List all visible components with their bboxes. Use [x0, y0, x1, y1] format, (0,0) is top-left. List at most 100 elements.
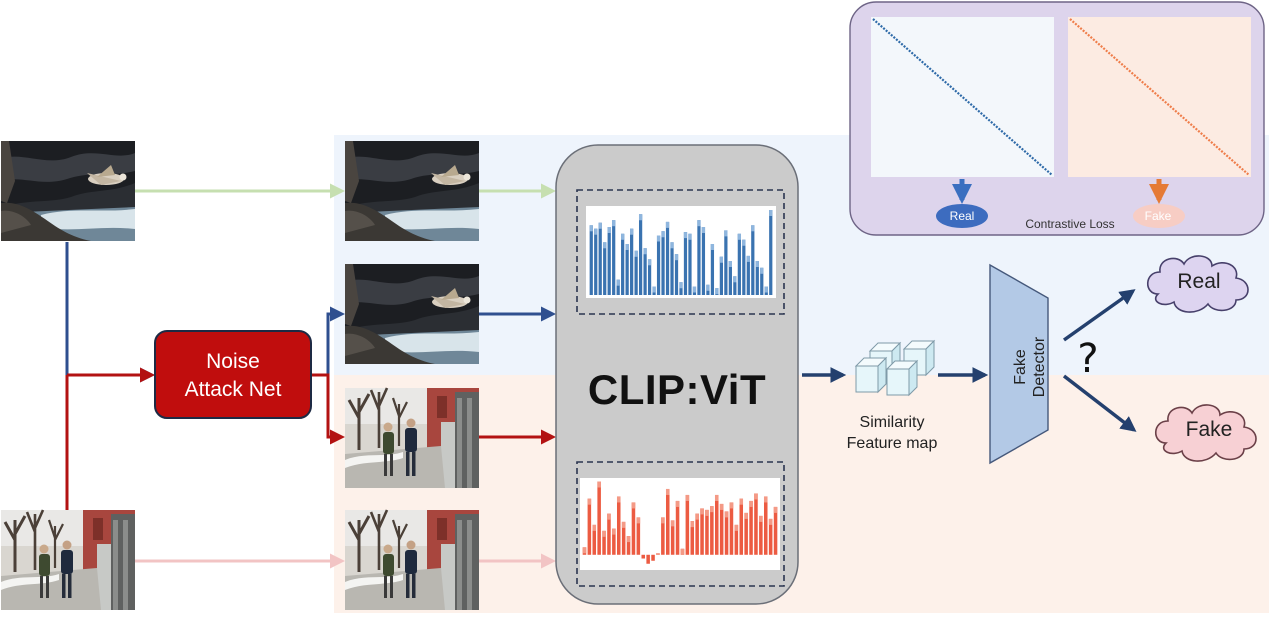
fake-feature-bar: [739, 498, 744, 555]
real-to-noise-arrow: [65, 242, 155, 383]
real-matrix-diagonal: [872, 18, 1053, 176]
real-output-cloud: [1146, 255, 1249, 313]
real-feature-bar-cap: [742, 239, 746, 246]
real-pill: [936, 204, 988, 228]
fake-feature-bar-cap: [710, 506, 714, 513]
real-feature-bar: [710, 244, 715, 295]
fake-feature-bar-cap: [621, 521, 626, 528]
real-feature-bar-cap: [647, 259, 652, 266]
walkers-clean-image: [343, 508, 481, 612]
fake-output-label: Fake: [1185, 418, 1233, 441]
fake-feature-bar: [631, 502, 636, 555]
fake-feature-bar-cap: [744, 512, 748, 519]
fake-feature-bar-cap: [597, 481, 601, 488]
fake-feature-bar-cap: [754, 493, 758, 500]
detector-to-fake-arrow: [1062, 374, 1137, 432]
real-similarity-matrix: [871, 17, 1054, 177]
fake-feature-bar: [651, 554, 655, 561]
fake-feature-chart: [582, 481, 778, 564]
real-feature-bar: [683, 232, 688, 295]
fake-feature-bar-cap: [685, 494, 690, 501]
real-feature-bar-cap: [603, 242, 607, 249]
fake-detector-label: Fake Detector: [1011, 297, 1049, 437]
fake-feature-bar: [592, 524, 597, 555]
fake-detector-block: [989, 263, 1049, 465]
fake-feature-bar-cap: [602, 530, 606, 537]
fake-feature-bar-cap: [607, 513, 611, 520]
fake-feature-frame: [576, 461, 785, 587]
real-feature-bar-cap: [728, 261, 732, 267]
real-feature-bar-cap: [612, 220, 616, 227]
fake-feature-bar-cap: [612, 528, 616, 535]
fake-feature-bar: [749, 500, 753, 555]
fake-feature-bar: [729, 502, 734, 555]
real-feature-bar-cap: [697, 220, 701, 227]
fake-feature-bar: [607, 513, 611, 555]
fake-feature-bar: [646, 554, 650, 564]
real-feature-bar-cap: [625, 244, 629, 250]
fake-similarity-matrix: [1068, 17, 1251, 177]
fake-feature-bar: [759, 515, 763, 555]
real-feature-bar-cap: [665, 221, 670, 228]
fake-feature-bar-cap: [690, 521, 695, 528]
fake-feature-bar: [670, 520, 675, 555]
real-pill-label: Real: [949, 209, 975, 223]
real-feature-bar-cap: [692, 286, 697, 293]
fake-feature-bar: [695, 513, 699, 555]
fake-feature-bar-cap: [719, 503, 724, 510]
fake-feature-bar: [719, 503, 724, 555]
fake-pill: [1133, 204, 1185, 228]
fake-feature-bar-cap: [680, 548, 685, 555]
real-feature-bar-cap: [589, 225, 593, 232]
real-feature-bar: [643, 248, 647, 295]
fake-feature-bar-cap: [729, 502, 734, 509]
real-feature-bar: [674, 254, 679, 295]
contrastive-loss-label: Contrastive Loss: [1025, 217, 1115, 231]
fake-feature-bar-cap: [739, 498, 744, 505]
fake-feature-bar-cap: [665, 488, 670, 495]
fake-feature-bar: [754, 493, 758, 555]
fake-feature-bar: [773, 506, 778, 555]
real-output-label: Real: [1177, 270, 1221, 293]
bird-clean-image: [345, 141, 479, 241]
bird-input-image: [1, 141, 135, 241]
noise-attack-net-block: [154, 330, 312, 419]
fake-feature-bar-cap: [582, 547, 587, 554]
fake-feature-bar-cap: [763, 496, 768, 503]
fake-feature-bar-cap: [592, 524, 597, 531]
noise-line-1: Noise: [206, 350, 260, 373]
detector-to-real-arrow: [1062, 289, 1136, 342]
real-feature-bar: [661, 231, 665, 295]
real-feature-bar-cap: [715, 288, 719, 295]
real-feature-bar: [634, 250, 638, 295]
detector-line-1: Fake: [1012, 349, 1029, 385]
real-feature-bar-cap: [670, 242, 674, 249]
real-feature-bar: [760, 267, 764, 295]
fake-feature-bar: [714, 494, 719, 555]
real-feature-bar-cap: [724, 230, 728, 237]
noise-attack-net-label: Noise Attack Net: [155, 348, 311, 404]
fake-feature-bar: [661, 517, 665, 555]
real-feature-bar-cap: [746, 255, 750, 262]
fake-feature-bar-cap: [768, 518, 773, 525]
fake-feature-bar-cap: [749, 500, 753, 507]
fake-feature-bar-cap: [734, 524, 739, 531]
real-feature-bar: [737, 233, 741, 295]
real-feature-frame: [576, 189, 785, 315]
fake-feature-bar-cap: [700, 508, 704, 515]
real-feature-bar-cap: [701, 227, 706, 233]
real-feature-bar-cap: [737, 233, 741, 240]
real-feature-bar: [670, 242, 674, 295]
real-feature-bar: [755, 261, 759, 295]
real-feature-bar: [594, 228, 598, 295]
real-feature-bar-cap: [760, 267, 764, 274]
fake-feature-bar: [724, 511, 729, 555]
fake-feature-bar-cap: [587, 498, 592, 505]
real-feature-bar-cap: [621, 233, 625, 240]
fake-pill-label: Fake: [1144, 209, 1172, 223]
fake-feature-bar: [763, 496, 768, 555]
real-feature-bar: [607, 227, 611, 295]
real-feature-bar: [589, 225, 593, 295]
real-feature-bar-cap: [607, 227, 611, 233]
